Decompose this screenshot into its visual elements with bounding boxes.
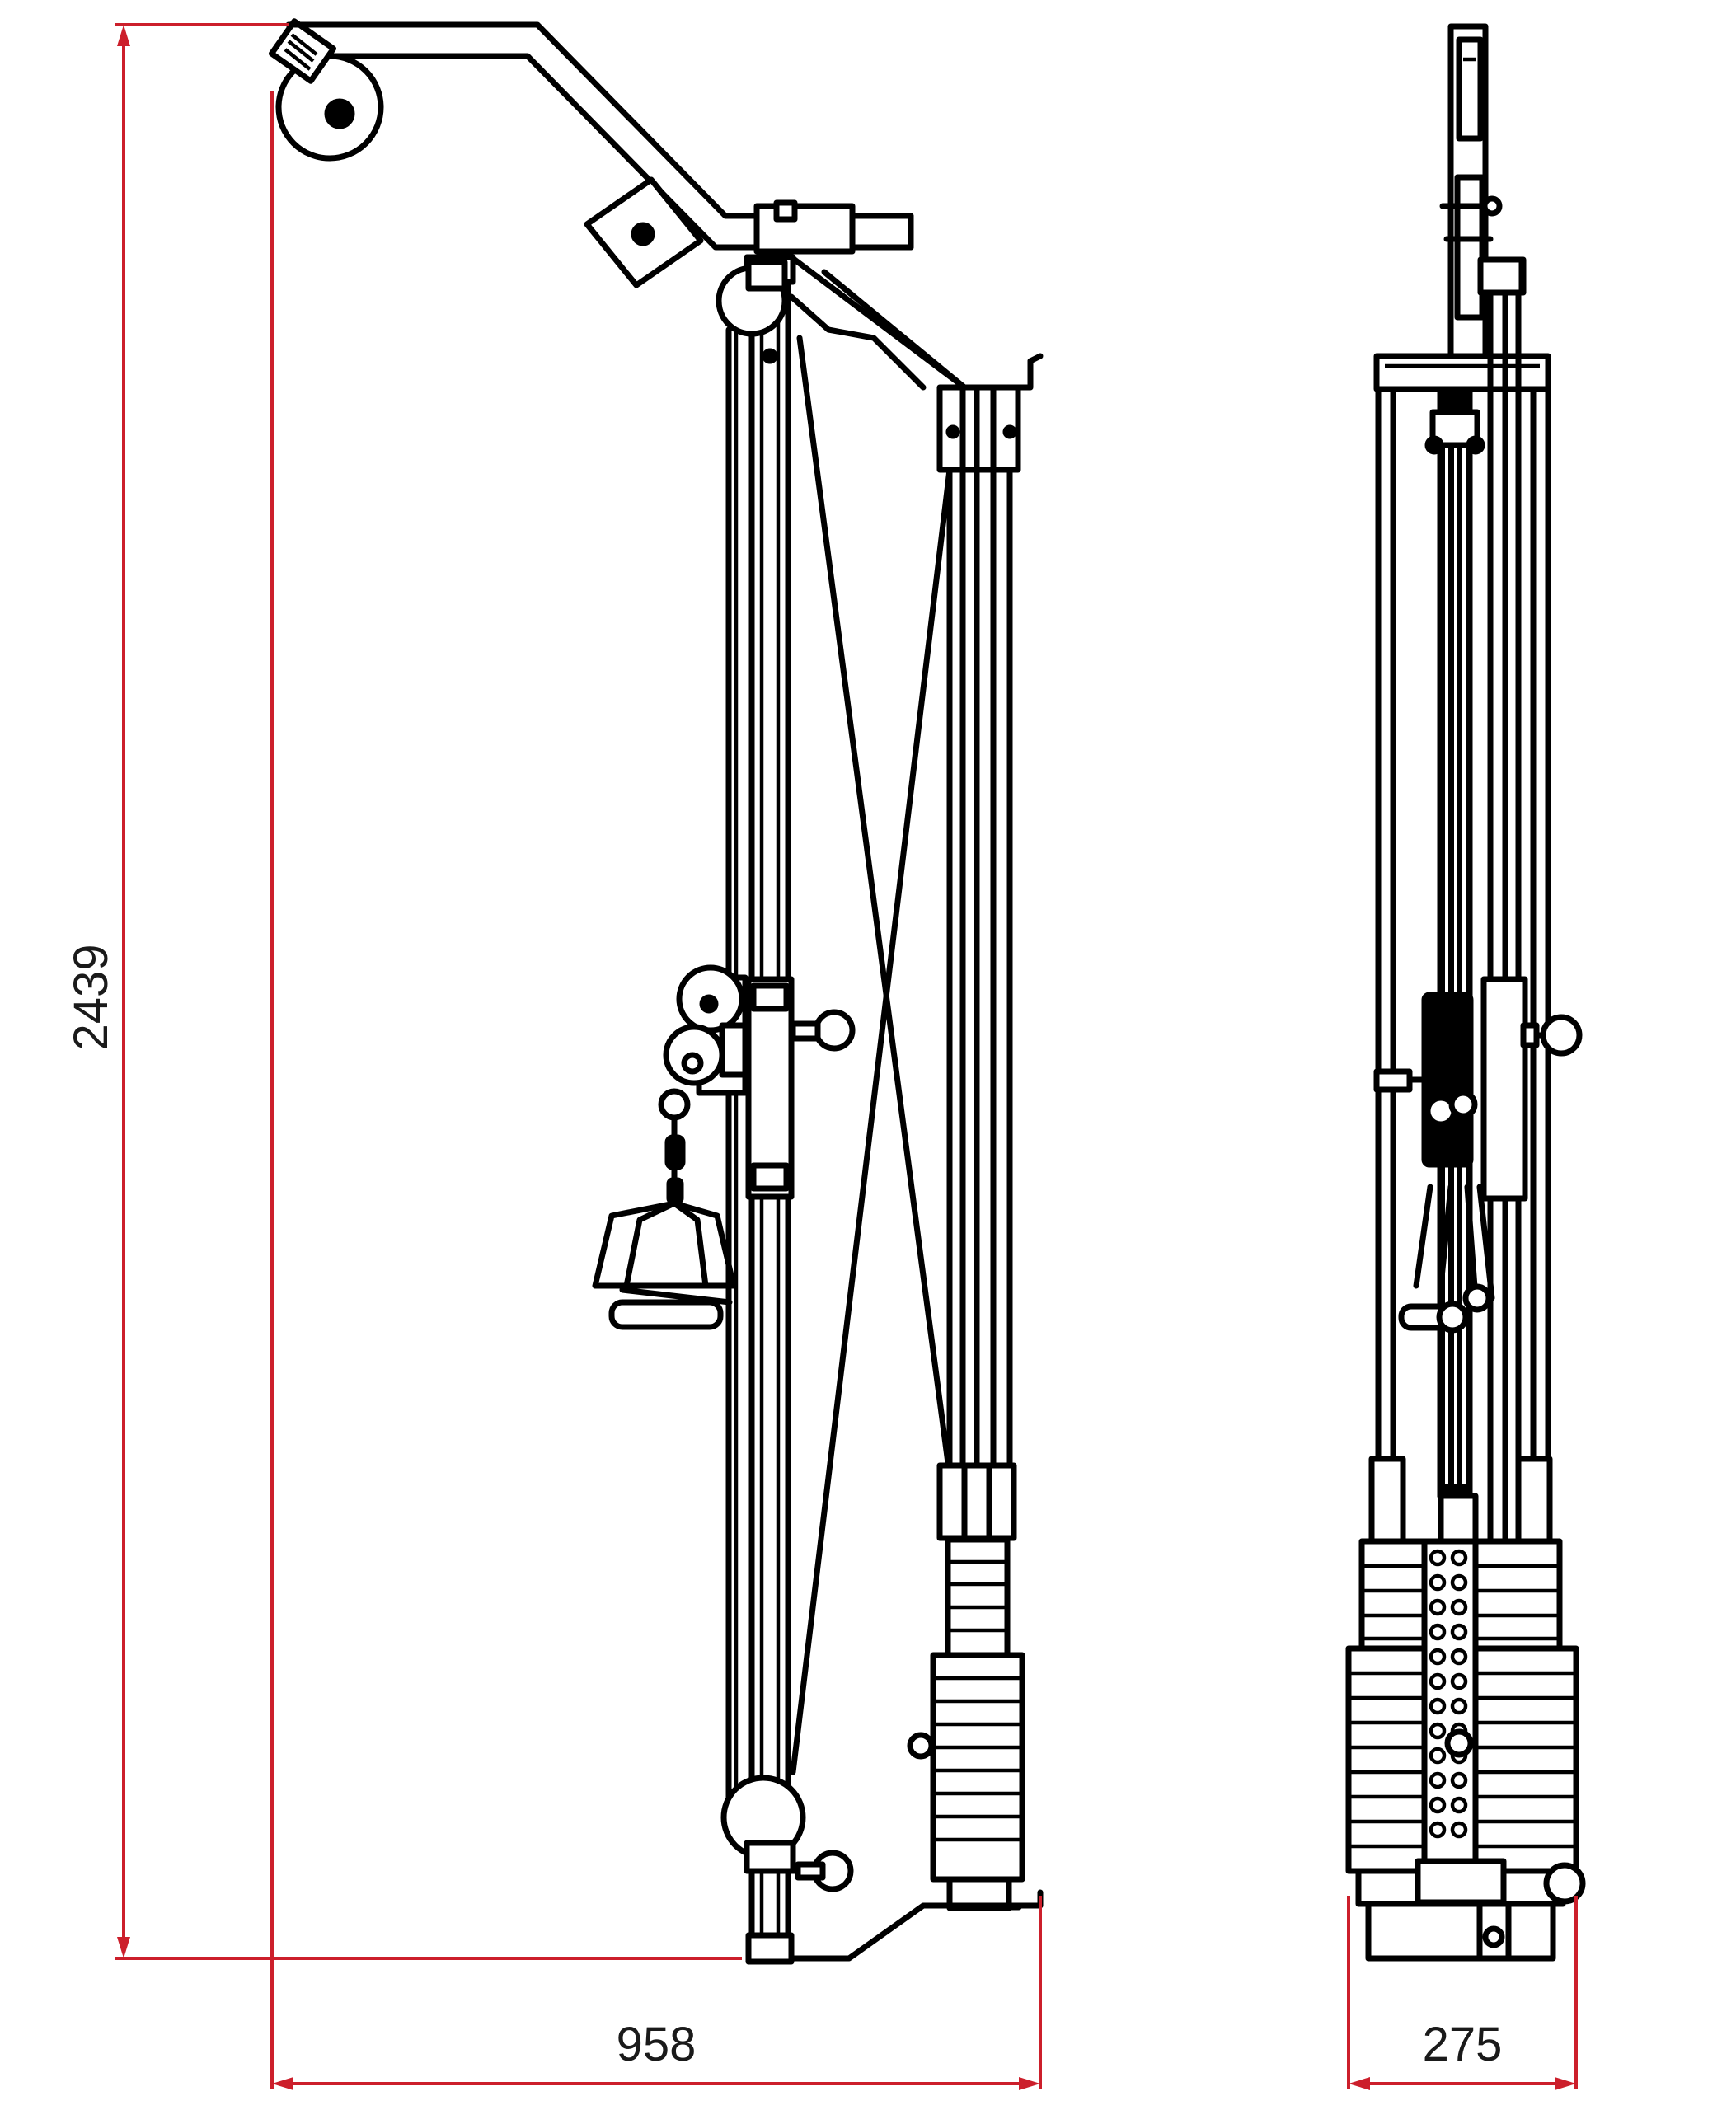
side-view <box>268 18 1044 1965</box>
carriage-pulleys <box>663 964 748 1096</box>
crossed-cable <box>790 335 953 1775</box>
top-brace <box>788 254 1044 391</box>
front-top-mast <box>1439 23 1527 359</box>
front-handles <box>1398 1184 1495 1334</box>
front-weight-stack <box>1345 1456 1579 1874</box>
front-outer-columns <box>1375 289 1551 1545</box>
side-weight-stack <box>907 1536 1025 1911</box>
side-width-label: 958 <box>617 2018 697 2071</box>
cable-handle <box>592 1088 737 1330</box>
base-bracket <box>745 1889 1044 1965</box>
height-dimension <box>115 23 742 1960</box>
front-width-label: 275 <box>1423 2018 1503 2071</box>
lower-column-collar <box>744 1840 854 1892</box>
adjustable-carriage <box>745 976 856 1200</box>
front-top-frame <box>1373 256 1551 392</box>
side-width-dimension <box>270 91 1042 2090</box>
front-width-dimension <box>1347 1896 1578 2090</box>
front-base <box>1355 1858 1586 1962</box>
front-carriage <box>1373 976 1583 1202</box>
guide-rails <box>936 384 1021 1541</box>
top-pulley <box>268 18 384 162</box>
front-view <box>1345 23 1586 1962</box>
top-collar <box>753 199 914 255</box>
dimension-annotations: 2439 958 275 <box>64 23 1578 2090</box>
height-label: 2439 <box>64 944 118 1050</box>
